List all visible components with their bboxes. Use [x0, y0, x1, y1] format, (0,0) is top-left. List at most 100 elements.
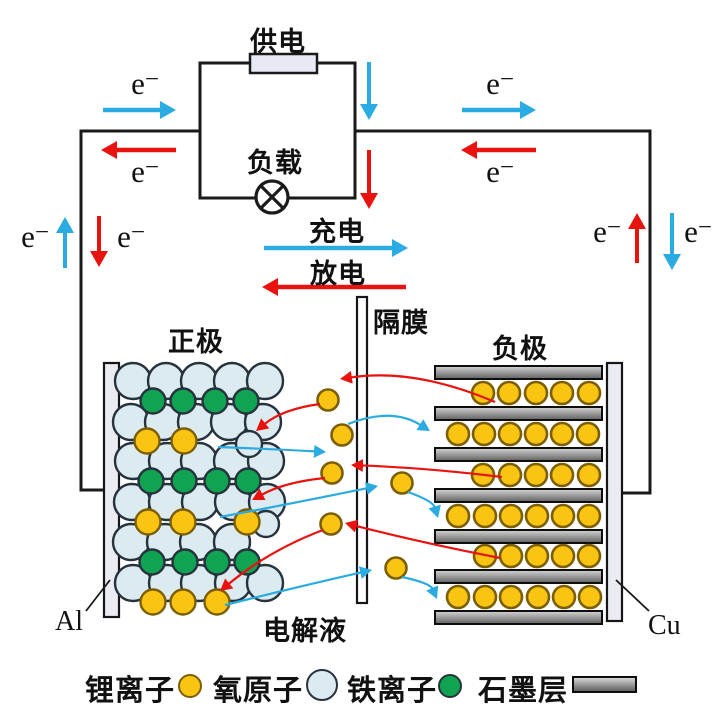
lithium-ion: [550, 503, 576, 529]
separator-label: 隔膜: [373, 308, 429, 338]
lithium-ion: [390, 471, 414, 495]
lithium-ion: [576, 380, 602, 406]
lithium-ion: [549, 462, 575, 488]
graphite-layer: [434, 447, 603, 462]
oxygen-atom-swatch: [306, 669, 338, 701]
li-ion-charge-arrow: [347, 414, 431, 431]
lithium-ion: [445, 584, 471, 610]
iron-ion: [139, 387, 167, 415]
electron-label: e−: [684, 214, 712, 249]
lithium-ion: [523, 462, 549, 488]
label-leader-line: [615, 579, 650, 612]
lithium-ion-swatch: [178, 674, 202, 698]
lithium-ion: [523, 421, 549, 447]
electron-label: e−: [131, 154, 159, 189]
lithium-ion: [577, 584, 603, 610]
lithium-ion: [169, 588, 197, 616]
li-ion-discharge-arrow: [219, 528, 324, 591]
separator-membrane: [355, 295, 369, 605]
cu-collector-label: Cu: [648, 610, 681, 641]
charge-label: 充电: [309, 217, 365, 247]
iron-ion: [170, 467, 198, 495]
lithium-ion: [139, 588, 167, 616]
lamp-cross-line: [259, 184, 285, 210]
legend-label-graphite-layer: 石墨层: [478, 675, 569, 707]
cu-current-collector: [605, 361, 624, 623]
power-supply-resistor: [248, 52, 319, 75]
graphite-layer: [434, 569, 603, 584]
lithium-ion: [549, 421, 575, 447]
circuit-components: [198, 52, 357, 215]
lithium-ion: [133, 427, 161, 455]
electron-label: e−: [593, 214, 621, 249]
graphite-layer: [434, 529, 603, 544]
label-leader-line: [85, 579, 111, 612]
li-ion-charge-arrow: [224, 566, 373, 607]
iron-ion: [234, 467, 262, 495]
lithium-ion: [445, 503, 471, 529]
lithium-ion: [134, 508, 162, 536]
lithium-ion: [319, 512, 343, 536]
iron-ion: [169, 387, 197, 415]
lithium-ion: [497, 421, 523, 447]
li-ion-discharge-arrow: [351, 458, 503, 479]
lithium-ion: [576, 462, 602, 488]
legend-label-iron-ion: 铁离子: [347, 675, 438, 707]
lithium-ion: [203, 588, 231, 616]
legend-label-oxygen-atom: 氧原子: [213, 675, 304, 707]
li-ion-discharge-arrow: [255, 402, 321, 431]
load-label: 负载: [247, 148, 303, 178]
negative-electrode-label: 负极: [492, 334, 548, 364]
lithium-ion: [576, 543, 602, 569]
lithium-ion: [550, 543, 576, 569]
lithium-ion: [233, 508, 261, 536]
circuit-wires: [79, 129, 652, 495]
li-ion-discharge-arrow: [251, 476, 326, 500]
lithium-ion: [170, 427, 198, 455]
flow-arrows: [56, 62, 681, 607]
iron-ion: [201, 387, 229, 415]
lithium-ion: [523, 380, 549, 406]
oxygen-atom: [245, 361, 285, 401]
electron-label: e−: [486, 154, 514, 189]
lithium-ion: [497, 462, 523, 488]
lithium-ion: [316, 388, 340, 412]
lithium-ion: [330, 423, 354, 447]
lithium-ion: [384, 556, 408, 580]
lithium-ion: [525, 584, 551, 610]
legend-label-lithium-ion: 锂离子: [85, 675, 176, 707]
lithium-ion: [471, 421, 497, 447]
lithium-ion: [549, 380, 575, 406]
lithium-ion: [498, 503, 524, 529]
li-ion-charge-arrow: [217, 444, 327, 458]
electrolyte-label: 电解液: [263, 616, 347, 646]
iron-ion: [203, 467, 231, 495]
electron-label: e−: [117, 219, 145, 254]
electron-label: e−: [21, 219, 49, 254]
lithium-ion: [496, 380, 522, 406]
electron-label: e−: [131, 66, 159, 101]
lithium-ion: [169, 508, 197, 536]
iron-ion: [138, 548, 166, 576]
battery-cell: [85, 295, 650, 625]
lithium-ion: [576, 503, 602, 529]
iron-ion: [137, 467, 165, 495]
lithium-ion: [575, 421, 601, 447]
iron-ion: [232, 387, 260, 415]
graphite-layer: [434, 610, 603, 625]
li-ion-charge-arrow: [219, 482, 379, 519]
oxygen-atom: [234, 429, 264, 459]
lithium-ion: [498, 584, 524, 610]
positive-electrode-label: 正极: [168, 327, 224, 357]
lithium-ion: [472, 503, 498, 529]
electron-label: e−: [486, 66, 514, 101]
iron-ion: [171, 548, 199, 576]
lithium-ion: [551, 584, 577, 610]
li-ion-charge-arrow: [401, 575, 439, 599]
lithium-ion: [320, 461, 344, 485]
graphite-layer: [434, 365, 603, 380]
power-supply-label: 供电: [250, 27, 306, 57]
lithium-ion: [445, 421, 471, 447]
